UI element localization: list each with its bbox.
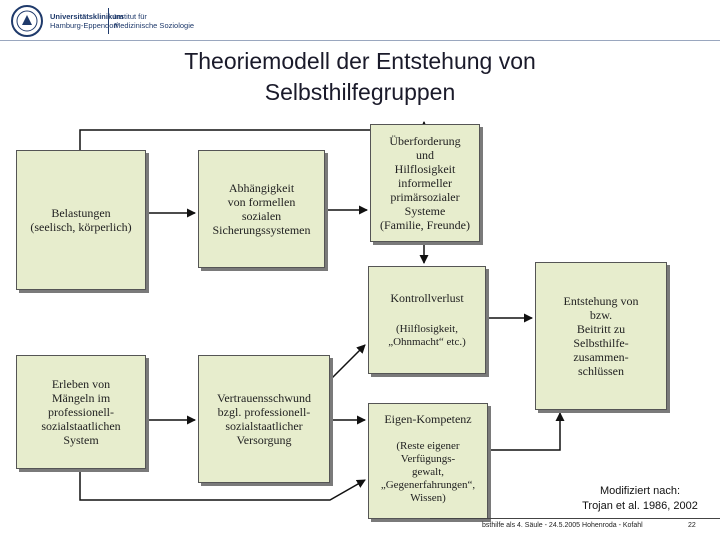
arrow-erleben-eigenkompetenz-loop bbox=[79, 469, 366, 501]
box-kontrollverlust: Kontrollverlust (Hilflosigkeit, „Ohnmach… bbox=[368, 266, 486, 374]
box-entstehung: Entstehung von bzw. Beitritt zu Selbsthi… bbox=[535, 262, 667, 410]
box-abhaengigkeit: Abhängigkeit von formellen sozialen Sich… bbox=[198, 150, 325, 268]
box-ueberforderung: Überforderung und Hilflosigkeit informel… bbox=[370, 124, 480, 242]
university-seal-icon bbox=[6, 4, 48, 38]
footer-running-line: bsthilfe als 4. Säule - 24.5.2005 Hohenr… bbox=[482, 522, 643, 529]
arrow-eigenkompetenz-entstehung bbox=[490, 412, 565, 451]
citation: Modifiziert nach: Trojan et al. 1986, 20… bbox=[582, 485, 698, 512]
hospital-logo-text: Universitätsklinikum Hamburg-Eppendorf bbox=[50, 12, 124, 30]
box-erleben: Erleben von Mängeln im professionell- so… bbox=[16, 355, 146, 469]
box-belastungen: Belastungen (seelisch, körperlich) bbox=[16, 150, 146, 290]
header-rule bbox=[0, 40, 720, 41]
box-eigenkompetenz: Eigen-Kompetenz (Reste eigener Verfügung… bbox=[368, 403, 488, 519]
page-title: Theoriemodell der Entstehung von Selbsth… bbox=[184, 48, 536, 105]
logo-divider bbox=[108, 8, 109, 34]
footer-rule bbox=[430, 518, 720, 519]
arrow-vertrauensschwund-kontrollverlust bbox=[329, 344, 366, 381]
box-vertrauensschwund: Vertrauensschwund bzgl. professionell- s… bbox=[198, 355, 330, 483]
page-number: 22 bbox=[688, 522, 696, 529]
institute-logo-text: Institut für Medizinische Soziologie bbox=[114, 12, 195, 30]
